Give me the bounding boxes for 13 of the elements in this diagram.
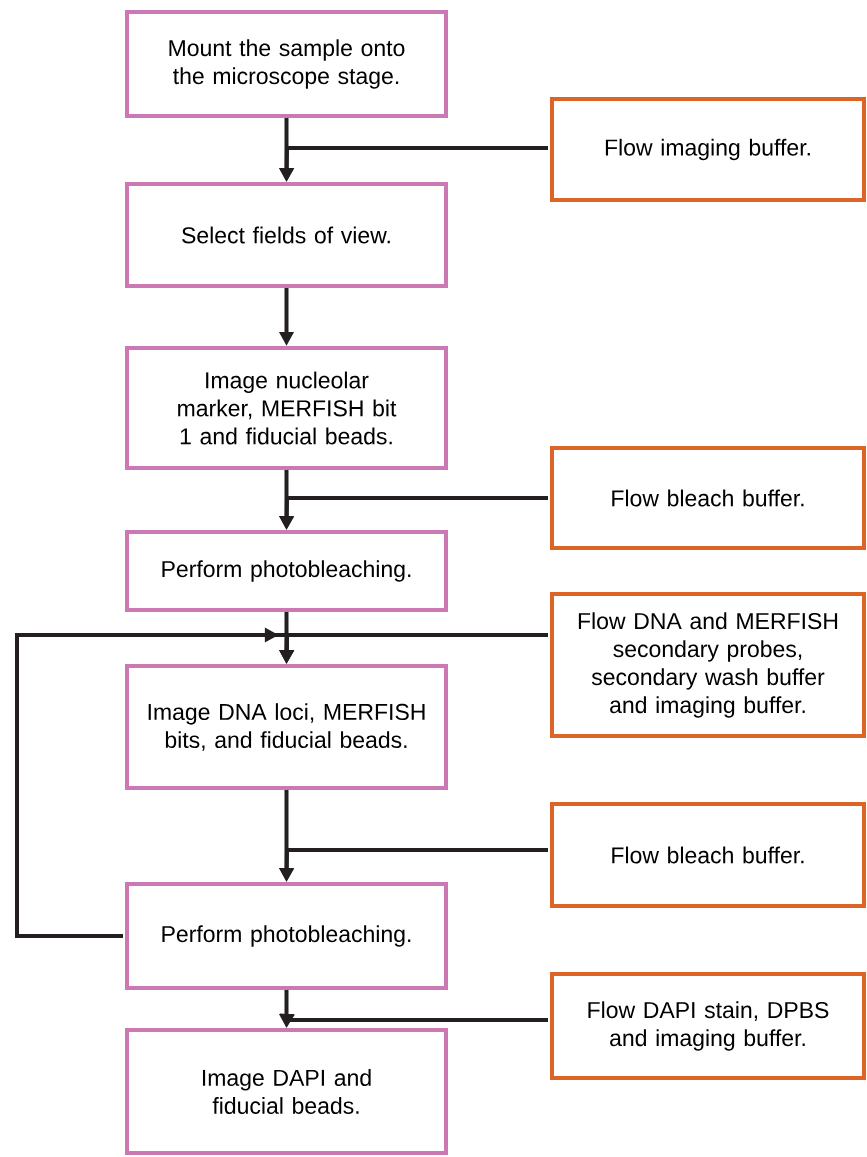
process-box: Image nucleolar marker, MERFISH bit 1 and fiducial beads. [125,346,448,470]
flow-box: Flow bleach buffer. [550,446,866,550]
arrow [15,627,295,938]
process-box: Image DNA loci, MERFISH bits, and fiducial beads. [125,664,448,790]
process-box: Mount the sample onto the microscope stage. [125,10,448,118]
process-box: Perform photobleaching. [125,530,448,612]
process-box: Image DAPI and fiducial beads. [125,1028,448,1155]
flow-box: Flow bleach buffer. [550,802,866,908]
flow-box: Flow DNA and MERFISH secondary probes, secondary wash buffer and imaging buffer. [550,592,866,738]
flow-box: Flow DAPI stain, DPBS and imaging buffer. [550,972,866,1080]
process-box: Perform photobleaching. [125,882,448,990]
process-box: Select fields of view. [125,182,448,288]
flow-box: Flow imaging buffer. [550,97,866,202]
